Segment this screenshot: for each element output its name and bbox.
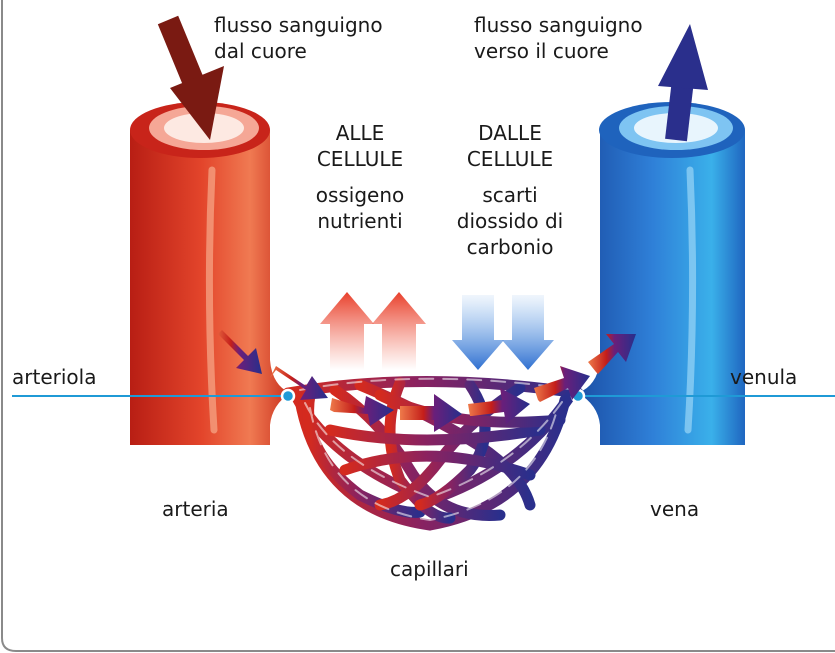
label-arteriole: arteriola bbox=[12, 364, 96, 390]
label-vein: vena bbox=[650, 496, 699, 522]
from-cells-arrows-icon bbox=[452, 295, 554, 370]
label-artery: arteria bbox=[162, 496, 229, 522]
label-venule: venula bbox=[730, 364, 797, 390]
label-capillaries: capillari bbox=[390, 556, 469, 582]
label-flow-to-heart: flusso sanguigno verso il cuore bbox=[474, 12, 643, 64]
artery-vessel bbox=[130, 102, 290, 445]
to-cells-arrows-icon bbox=[320, 292, 426, 370]
label-from-cells: DALLE CELLULE scarti diossido di carboni… bbox=[440, 120, 580, 260]
label-to-cells: ALLE CELLULE ossigeno nutrienti bbox=[300, 120, 420, 234]
label-flow-from-heart: flusso sanguigno dal cuore bbox=[214, 12, 383, 64]
vein-vessel bbox=[578, 102, 745, 445]
